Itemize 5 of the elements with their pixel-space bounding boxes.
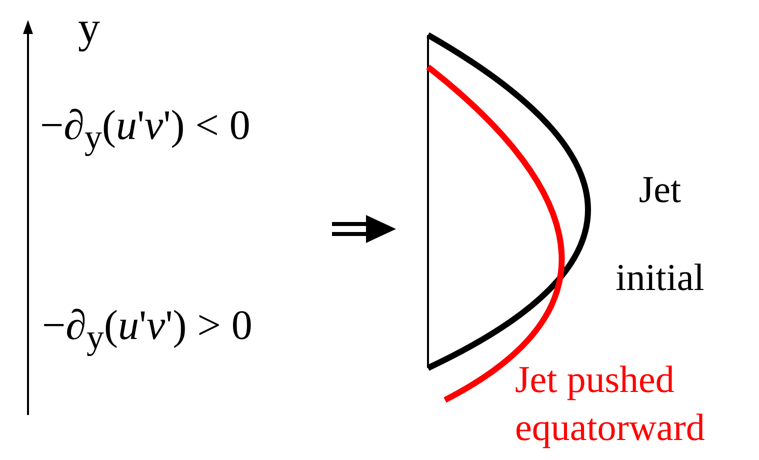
formula: −∂$_{y}$(u'v') > 0 bbox=[42, 302, 252, 358]
curve-label: Jet pushed equatorward bbox=[515, 358, 706, 451]
curve-label: Jet initial bbox=[614, 168, 706, 301]
formula: −∂$_{y}$(u'v') < 0 bbox=[40, 102, 250, 158]
axis-label: y bbox=[78, 2, 100, 53]
